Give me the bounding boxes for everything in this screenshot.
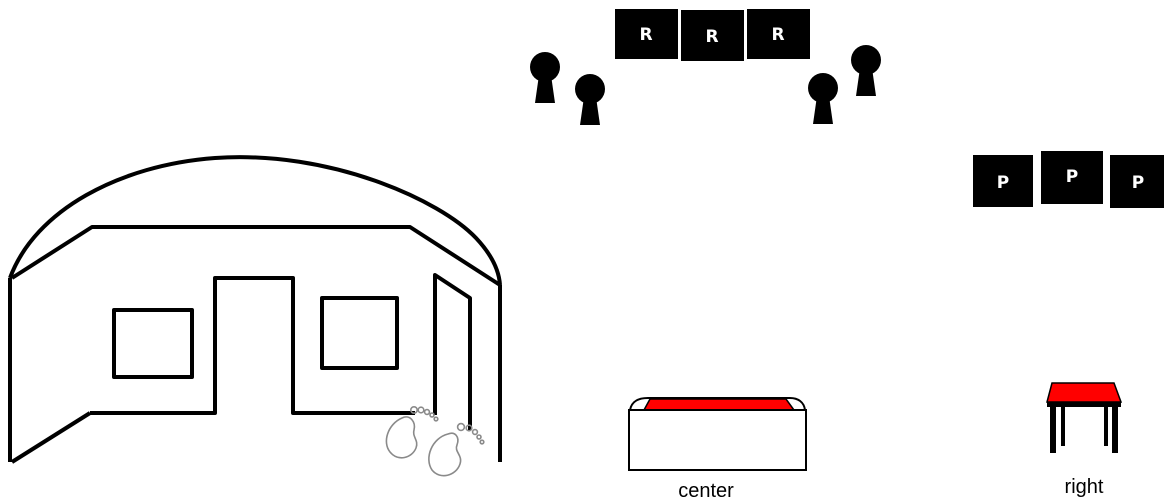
keyhole-icon xyxy=(575,74,605,104)
room-side-door xyxy=(433,273,472,430)
center-bench xyxy=(628,397,807,471)
card-right-2: P xyxy=(1041,151,1103,204)
keyhole-icon xyxy=(851,45,881,75)
right-label: right xyxy=(1065,476,1104,498)
keyhole-icon-stem xyxy=(535,75,555,103)
card-top-2: R xyxy=(681,10,744,61)
center-bench-cushion xyxy=(642,398,796,411)
card-top-2-label: R xyxy=(705,27,718,47)
right-stool-seat xyxy=(1046,382,1123,403)
card-right-3-label: P xyxy=(1132,173,1144,193)
room-window-right xyxy=(320,296,399,370)
card-right-1-label: P xyxy=(997,173,1009,193)
cards-top: R R R xyxy=(615,9,810,61)
footprints-icon xyxy=(385,405,485,477)
card-top-1-label: R xyxy=(639,25,652,45)
room-dome xyxy=(8,155,502,286)
keyhole-icon xyxy=(530,52,560,82)
keyhole-icon xyxy=(808,73,838,103)
keyhole-icon-stem xyxy=(813,96,833,124)
card-right-3: P xyxy=(1110,155,1164,208)
card-top-1: R xyxy=(615,9,678,59)
center-bench-body xyxy=(628,409,807,471)
card-right-1: P xyxy=(973,155,1033,207)
room-window-left xyxy=(112,308,194,379)
keyhole-icon-stem xyxy=(856,68,876,96)
room-back-wall xyxy=(10,225,502,287)
center-label: center xyxy=(678,480,734,501)
right-stool xyxy=(1046,382,1123,453)
card-top-3: R xyxy=(747,9,810,59)
keyholes xyxy=(530,45,881,125)
card-right-2-label: P xyxy=(1066,167,1078,187)
room-structure xyxy=(8,155,502,464)
keyhole-icon-stem xyxy=(580,97,600,125)
card-top-3-label: R xyxy=(771,25,784,45)
cards-right: P P P xyxy=(973,151,1164,208)
